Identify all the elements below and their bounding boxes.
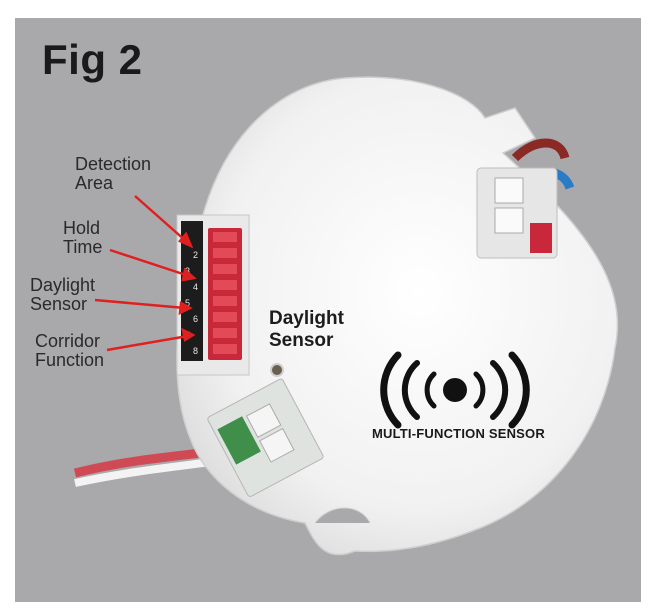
dip-number-strip <box>181 221 203 361</box>
photo-frame: 1 2 3 4 5 6 7 8 <box>15 18 641 602</box>
terminal-slot <box>494 207 524 234</box>
mounting-notch <box>314 507 371 524</box>
dip-number: 2 <box>193 250 198 260</box>
callout-text: Function <box>35 350 105 370</box>
callout-text: Sensor <box>30 294 88 314</box>
callout-daylight-sensor: Daylight Sensor <box>30 276 95 314</box>
device-label-text: Daylight <box>269 308 344 329</box>
terminal-slot <box>259 427 295 463</box>
brown-wire <box>511 138 570 162</box>
dip-switch <box>208 228 242 360</box>
brand-text: MULTI-FUNCTION SENSOR <box>372 426 545 441</box>
dip-number: 4 <box>193 282 198 292</box>
dip-number: 5 <box>185 298 190 308</box>
callout-text: Area <box>75 173 114 193</box>
radar-wave-icon <box>380 351 530 429</box>
daylight-sensor-eye <box>270 363 284 377</box>
daylight-sensor-label: Daylight Sensor <box>269 308 344 352</box>
device-label-text: Sensor <box>269 330 334 351</box>
dip-number: 6 <box>193 314 198 324</box>
terminal-red-tab <box>530 223 552 253</box>
callout-text: Corridor <box>35 331 101 351</box>
callout-corridor-function: Corridor Function <box>35 332 104 370</box>
terminal-slot <box>245 403 282 438</box>
callout-detection-area: Detection Area <box>75 155 151 193</box>
sensor-photo: 1 2 3 4 5 6 7 8 <box>73 76 619 556</box>
dip-switch-toggles <box>213 232 237 354</box>
callout-text: Detection <box>75 154 152 174</box>
callout-text: Time <box>63 237 103 257</box>
terminal-slot <box>494 177 524 204</box>
dip-number: 8 <box>193 346 198 356</box>
callout-hold-time: Hold Time <box>63 219 102 257</box>
figure-title: Fig 2 <box>42 36 143 83</box>
callout-text: Daylight <box>30 275 96 295</box>
callout-arrows <box>94 195 197 352</box>
terminal-green <box>217 416 261 465</box>
callout-text: Hold <box>63 218 101 238</box>
